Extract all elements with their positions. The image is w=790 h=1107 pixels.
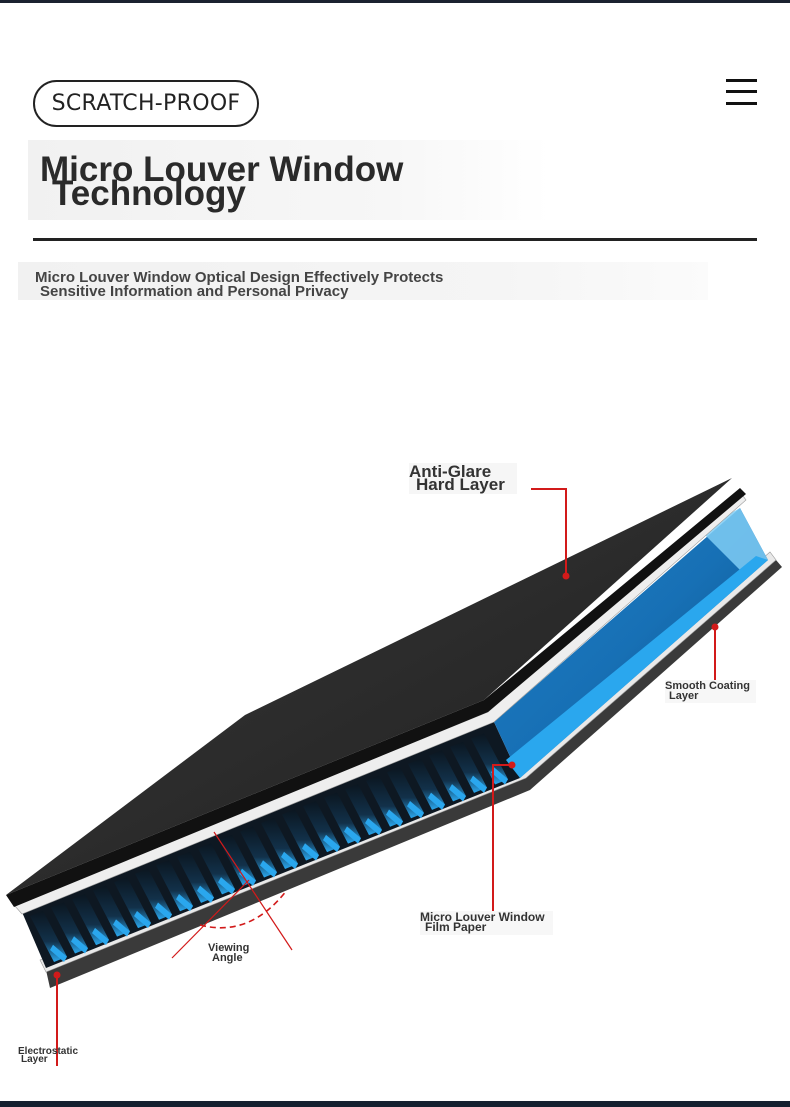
anti-glare-callout [531,488,567,576]
electrostatic-layer [46,560,782,988]
viewing-angle-line-left [171,879,250,959]
louver-callout-dot [508,761,516,769]
louver-slat-highlight [71,936,89,954]
louver-slat-highlight [113,919,131,937]
louver-slats [30,733,509,962]
louver-callout [492,764,512,927]
louver-slat-highlight [197,885,215,903]
scratch-proof-badge: SCRATCH-PROOF [33,80,259,127]
smooth-coating-label: Smooth Coating Layer [665,680,756,703]
electrostatic-label-line-1: Electrostatic [18,1046,79,1057]
smooth-coating-label-line-1: Smooth Coating [665,680,750,692]
electrostatic-label-line-2: Layer [21,1054,48,1065]
hamburger-menu-icon[interactable] [724,78,758,106]
louver-slat-highlight [239,868,257,886]
louver-film-right [494,508,768,778]
louver-slat-highlight [428,792,446,810]
electrostatic-label: Electrostatic Layer [18,1046,79,1065]
louver-slat-highlight [323,834,341,853]
viewing-angle-arc [199,889,288,929]
viewing-angle-label: Viewing Angle [208,942,250,964]
louver-slat-highlight [302,843,320,861]
louver-slat-highlight [344,826,362,844]
louver-slat-highlight [155,902,173,920]
bottom-border [0,1101,790,1107]
top-border [0,0,790,3]
louver-film-label-line-2: Film Paper [425,920,487,934]
louver-slat-highlight [491,767,509,785]
anti-glare-edge [6,488,746,907]
title-line-2: Technology [52,174,246,213]
louver-film-label-line-1: Micro Louver Window [420,910,545,924]
anti-glare-label-line-2: Hard Layer [416,475,505,494]
viewing-angle-label-line-1: Viewing [208,942,250,954]
subtitle-line-1: Micro Louver Window Optical Design Effec… [35,269,444,286]
louver-slat-highlight [218,877,236,895]
louver-slat-highlight [470,775,488,793]
anti-glare-callout-dot [562,572,570,580]
title-line-1: Micro Louver Window [40,150,404,189]
louver-slat-highlight [281,851,299,869]
title-background [28,140,550,220]
anti-glare-label-line-1: Anti-Glare [409,462,492,481]
viewing-angle-line-right [213,831,293,951]
louver-slat-highlight [134,910,152,929]
louver-slat-highlight [386,809,404,827]
page-title: Micro Louver Window Technology [40,152,560,213]
louver-film-label: Micro Louver Window Film Paper [420,911,553,935]
electrostatic-callout-dot [53,971,61,979]
subtitle-line-2: Sensitive Information and Personal Priva… [40,283,349,300]
subtitle-background [18,262,708,300]
page-subtitle: Micro Louver Window Optical Design Effec… [35,269,695,300]
louver-film-right-lower [506,556,768,778]
louver-slat-highlight [407,801,425,819]
louver-slat-highlight [449,784,467,802]
viewing-angle-label-line-2: Angle [212,952,243,964]
louver-slat-highlight [50,944,68,962]
louver-slat-highlight [260,860,278,878]
anti-glare-label: Anti-Glare Hard Layer [409,463,517,494]
anti-glare-top-surface [6,478,732,895]
title-divider [33,238,757,241]
louver-slat-highlight [176,894,194,912]
louver-slat-highlight [92,927,110,946]
smooth-coating-label-line-2: Layer [669,690,699,702]
louver-slat-highlight [365,817,383,836]
smooth-coating-callout-dot [711,623,719,631]
